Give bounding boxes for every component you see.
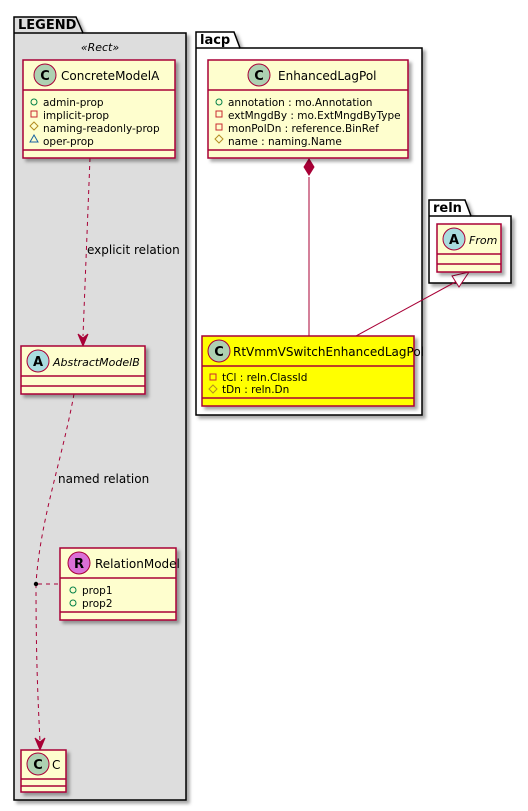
attribute: extMngdBy : mo.ExtMngdByType bbox=[228, 110, 401, 122]
relation-explicit-label: explicit relation bbox=[87, 243, 180, 257]
relation-composition bbox=[303, 158, 315, 336]
class-name: RtVmmVSwitchEnhancedLagPol bbox=[233, 345, 424, 359]
class-kind-letter: A bbox=[449, 233, 459, 248]
class-name: EnhancedLagPol bbox=[278, 69, 377, 83]
relation-named: named relation bbox=[33, 393, 149, 752]
class-abstract-model-b[interactable]: A AbstractModelB bbox=[20, 345, 146, 395]
class-kind-letter: C bbox=[40, 69, 50, 84]
package-lacp-name: lacp bbox=[200, 33, 230, 48]
class-name: C bbox=[52, 758, 60, 772]
attribute: oper-prop bbox=[43, 136, 94, 148]
package-legend-name: LEGEND bbox=[18, 18, 77, 33]
attribute: implicit-prop bbox=[43, 110, 109, 122]
protected-visibility-icon bbox=[29, 121, 39, 131]
public-visibility-icon bbox=[215, 98, 223, 106]
class-kind-letter: A bbox=[33, 355, 43, 370]
package-legend-stereotype: «Rect» bbox=[81, 41, 120, 54]
private-visibility-icon bbox=[215, 110, 223, 118]
attribute: naming-readonly-prop bbox=[43, 123, 160, 135]
class-kind-letter: C bbox=[214, 345, 224, 360]
attribute: monPolDn : reference.BinRef bbox=[228, 123, 379, 135]
public-visibility-icon bbox=[69, 599, 77, 607]
private-visibility-icon bbox=[30, 110, 38, 118]
class-concrete-model-a[interactable]: C ConcreteModelA admin-prop implicit-pro… bbox=[22, 59, 176, 159]
attribute: tDn : reln.Dn bbox=[222, 384, 289, 396]
class-kind-icon bbox=[207, 339, 231, 363]
protected-visibility-icon bbox=[214, 134, 224, 144]
attribute: name : naming.Name bbox=[228, 136, 342, 148]
package-reln-name: reln bbox=[433, 201, 462, 216]
protected-visibility-icon bbox=[208, 384, 218, 394]
attribute: annotation : mo.Annotation bbox=[228, 97, 372, 109]
attribute: admin-prop bbox=[43, 97, 104, 109]
class-name: AbstractModelB bbox=[52, 356, 140, 369]
public-visibility-icon bbox=[30, 98, 38, 106]
class-kind-letter: C bbox=[254, 69, 264, 84]
class-relation-model[interactable]: R RelationModel prop1 prop2 bbox=[59, 547, 180, 621]
private-visibility-icon bbox=[209, 373, 217, 381]
relation-explicit: explicit relation bbox=[77, 157, 180, 348]
relation-named-label: named relation bbox=[58, 472, 149, 486]
relation-inheritance bbox=[355, 271, 471, 337]
private-visibility-icon bbox=[215, 123, 223, 131]
package-visibility-icon bbox=[29, 133, 39, 143]
public-visibility-icon bbox=[69, 586, 77, 594]
class-kind-letter: C bbox=[33, 758, 43, 773]
class-enhanced-lag-pol[interactable]: C EnhancedLagPol annotation : mo.Annotat… bbox=[207, 59, 409, 159]
relation-junction-dot bbox=[33, 581, 39, 587]
attribute: prop2 bbox=[82, 598, 113, 610]
attribute: tCl : reln.ClassId bbox=[222, 372, 307, 384]
class-kind-icon bbox=[26, 752, 50, 776]
class-kind-icon bbox=[33, 63, 57, 87]
class-from[interactable]: A From bbox=[436, 223, 502, 273]
class-kind-icon bbox=[26, 349, 50, 373]
attribute: prop1 bbox=[82, 585, 113, 597]
class-kind-letter: R bbox=[74, 557, 84, 572]
class-name: From bbox=[469, 234, 497, 247]
class-name: ConcreteModelA bbox=[61, 69, 160, 83]
class-kind-icon bbox=[247, 63, 271, 87]
class-name: RelationModel bbox=[95, 557, 180, 571]
class-rt-vmm-vswitch-enhanced-lag-pol[interactable]: C RtVmmVSwitchEnhancedLagPol tCl : reln.… bbox=[201, 335, 424, 407]
class-kind-icon bbox=[442, 227, 466, 251]
class-c[interactable]: C C bbox=[20, 749, 67, 793]
class-kind-icon bbox=[67, 551, 91, 575]
